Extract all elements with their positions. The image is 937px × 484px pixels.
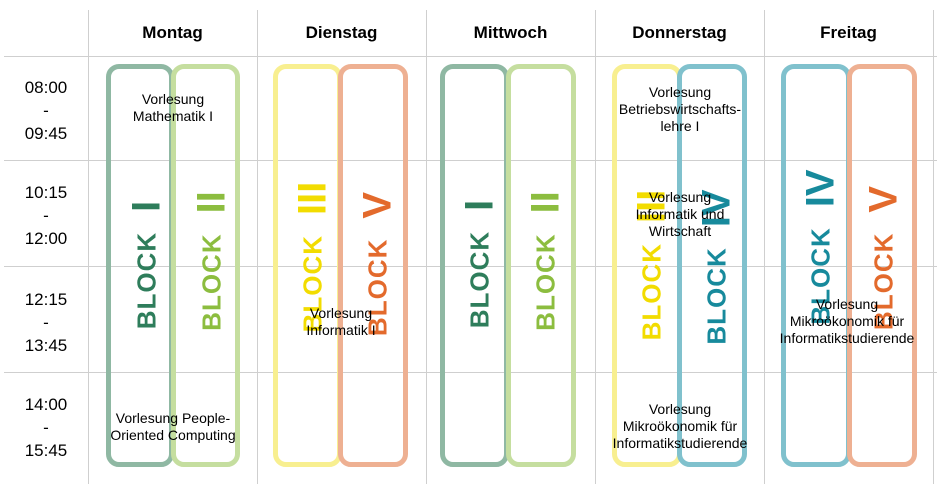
time-start: 08:00 [24, 78, 68, 97]
block-number: V [355, 191, 400, 219]
lecture-line: Mathematik I [132, 108, 214, 124]
block-number: I [124, 200, 169, 212]
lecture-line: Vorlesung [648, 401, 712, 417]
time-start: 12:15 [24, 290, 68, 309]
grid-line [764, 10, 765, 484]
lecture-line: Vorlesung People- [115, 410, 231, 426]
block-number: IV [798, 169, 843, 208]
block-number: III [290, 181, 335, 215]
time-separator: - [43, 313, 49, 332]
lecture-mathematik: Vorlesung Mathematik I [108, 91, 238, 125]
grid-line [88, 10, 89, 484]
block-word: BLOCK [530, 233, 561, 331]
lecture-line: Mikroökonomik für [789, 313, 905, 329]
lecture-line: Wirtschaft [648, 223, 712, 239]
time-end: 12:00 [24, 229, 68, 248]
block-v-outline [847, 64, 917, 467]
time-separator: - [43, 206, 49, 225]
lecture-informatik-wirtschaft: Vorlesung Informatik und Wirtschaft [600, 189, 760, 240]
lecture-line: lehre I [660, 118, 700, 134]
block-ii-outline [171, 64, 240, 467]
time-slot-2: 10:15 - 12:00 [4, 181, 88, 250]
lecture-line: Vorlesung [309, 305, 373, 321]
block-word: BLOCK [196, 233, 227, 331]
grid-line [426, 10, 427, 484]
lecture-line: Betriebswirtschafts- [618, 101, 742, 117]
grid-line [4, 56, 937, 57]
block-number: II [189, 191, 234, 214]
day-header-mittwoch: Mittwoch [473, 23, 548, 42]
lecture-line: Mikroökonomik für [622, 418, 738, 434]
lecture-bwl: Vorlesung Betriebswirtschafts- lehre I [600, 84, 760, 135]
block-word: BLOCK [464, 230, 495, 329]
lecture-line: Vorlesung [141, 91, 205, 107]
block-number: II [523, 191, 568, 214]
lecture-line: Vorlesung [815, 296, 879, 312]
time-slot-1: 08:00 - 09:45 [4, 76, 88, 145]
lecture-line: Vorlesung [648, 189, 712, 205]
lecture-line: Oriented Computing [110, 427, 236, 443]
time-slot-3: 12:15 - 13:45 [4, 288, 88, 357]
block-number: V [861, 185, 906, 213]
block-word: BLOCK [701, 247, 732, 345]
time-start: 10:15 [24, 183, 68, 202]
block-number: I [457, 199, 502, 211]
grid-line [257, 10, 258, 484]
block-word: BLOCK [636, 242, 667, 341]
time-end: 15:45 [24, 441, 68, 460]
time-slot-4: 14:00 - 15:45 [4, 393, 88, 462]
time-end: 13:45 [24, 336, 68, 355]
lecture-informatik-i: Vorlesung Informatik I [276, 305, 406, 339]
lecture-mikrooekonomik-freitag: Vorlesung Mikroökonomik für Informatikst… [771, 296, 923, 347]
lecture-mikrooekonomik-donnerstag: Vorlesung Mikroökonomik für Informatikst… [604, 401, 756, 452]
lecture-line: Vorlesung [648, 84, 712, 100]
grid-line [4, 372, 937, 373]
time-end: 09:45 [24, 124, 68, 143]
lecture-line: Informatik I [306, 322, 376, 338]
block-v-outline [338, 64, 408, 467]
lecture-line: Informatikstudierende [779, 330, 915, 346]
time-separator: - [43, 101, 49, 120]
grid-line [933, 10, 934, 484]
grid-line [595, 10, 596, 484]
day-header-montag: Montag [142, 23, 203, 42]
day-header-donnerstag: Donnerstag [632, 23, 727, 42]
lecture-line: Informatikstudierende [612, 435, 748, 451]
grid-line [4, 266, 937, 267]
block-ii-outline [506, 64, 576, 467]
grid-line [4, 160, 937, 161]
block-iv-outline [677, 64, 747, 467]
time-separator: - [43, 418, 49, 437]
lecture-line: Informatik und [635, 206, 725, 222]
day-header-freitag: Freitag [820, 23, 877, 42]
day-header-dienstag: Dienstag [305, 23, 378, 42]
lecture-people-oriented-computing: Vorlesung People- Oriented Computing [96, 410, 250, 444]
time-start: 14:00 [24, 395, 68, 414]
block-word: BLOCK [131, 231, 162, 330]
